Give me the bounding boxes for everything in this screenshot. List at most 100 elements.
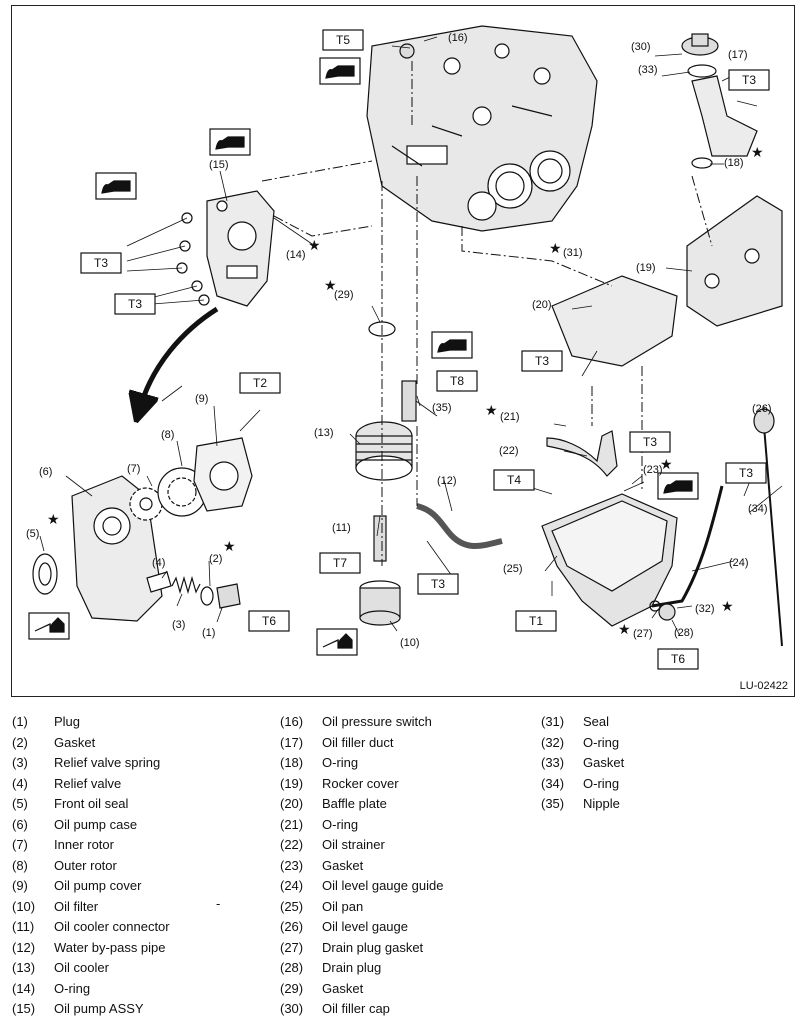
callout-number: (34) xyxy=(748,503,768,515)
star-icon: ★ xyxy=(47,511,60,527)
legend-number: (12) xyxy=(12,939,36,955)
legend-number: (10) xyxy=(12,898,36,914)
callout-number: (35) xyxy=(432,402,452,414)
legend-item: (19) Rocker cover xyxy=(280,774,443,795)
star-icon: ★ xyxy=(618,621,631,637)
legend-column-3: (31)Seal (32)O-ring (33)Gasket (34)O-rin… xyxy=(541,712,624,815)
legend-number: (24) xyxy=(280,878,304,893)
legend-label: Plug xyxy=(54,714,81,729)
torque-box-t3-gauge: T3 xyxy=(725,462,767,484)
rocker-cover xyxy=(686,195,783,327)
legend-label: Front oil seal xyxy=(54,796,129,811)
legend-number: (21) xyxy=(280,816,304,832)
legend-number: (35) xyxy=(541,796,565,811)
legend-number: (15) xyxy=(12,1001,36,1016)
sealant-icon xyxy=(209,128,251,156)
legend-number: (16) xyxy=(280,714,304,729)
callout-number: (31) xyxy=(563,247,583,259)
callout-number: (20) xyxy=(532,299,552,311)
star-icon: ★ xyxy=(324,277,337,293)
legend-number: (6) xyxy=(12,816,28,832)
legend-label: Oil pump case xyxy=(54,816,138,832)
legend-item: (30)Oil filler cap xyxy=(280,999,443,1020)
legend-number: (25) xyxy=(280,898,304,914)
legend-label: Nipple xyxy=(583,796,620,811)
legend-item: (12)Water by-pass pipe xyxy=(12,938,170,959)
legend-number: (18) xyxy=(280,755,304,770)
callout-number: (18) xyxy=(724,157,744,169)
torque-label-t3: T3 xyxy=(535,354,549,368)
legend-number: (7) xyxy=(12,837,28,852)
legend-label: O-ring xyxy=(322,755,359,770)
legend-item: (31)Seal xyxy=(541,712,624,733)
legend-number: (2) xyxy=(12,734,28,750)
legend-item: (28)Drain plug xyxy=(280,958,443,979)
pressure-switch xyxy=(399,43,415,59)
callout-number: (1) xyxy=(202,627,215,639)
water-bypass-pipe xyxy=(416,503,503,549)
torque-box-t3-strainer: T3 xyxy=(629,431,671,453)
torque-label-t4: T4 xyxy=(507,473,521,487)
legend-label: Rocker cover xyxy=(322,775,399,791)
legend-item: (18) O-ring xyxy=(280,753,443,774)
legend-label: Oil strainer xyxy=(322,837,385,852)
callout-number: (13) xyxy=(314,427,334,439)
oil-pump-assy xyxy=(206,190,275,307)
nipple xyxy=(401,380,417,422)
legend-item: (15)Oil pump ASSY xyxy=(12,999,170,1020)
legend-item: (6) Oil pump case xyxy=(12,815,170,836)
star-icon: ★ xyxy=(751,144,764,160)
callout-number: (26) xyxy=(752,403,772,415)
callout-number: (33) xyxy=(638,64,658,76)
legend-label: O-ring xyxy=(583,734,620,750)
legend-label: Gasket xyxy=(322,980,364,996)
callout-number: (7) xyxy=(127,463,140,475)
torque-label-t2: T2 xyxy=(253,376,267,390)
callout-number: (17) xyxy=(728,49,748,61)
torque-label-t8: T8 xyxy=(450,374,464,388)
assembly-lines xyxy=(261,61,713,566)
legend-item: (7) Inner rotor xyxy=(12,835,170,856)
pump-bolts xyxy=(176,212,210,306)
torque-label-t3: T3 xyxy=(431,577,445,591)
callout-number: (22) xyxy=(499,445,519,457)
legend-item: (20)Baffle plate xyxy=(280,794,443,815)
legend-item: (11)Oil cooler connector xyxy=(12,917,170,938)
callout-number: (27) xyxy=(633,628,653,640)
legend-label: Oil filter xyxy=(54,898,99,914)
legend-item: (3)Relief valve spring xyxy=(12,753,170,774)
star-icon: ★ xyxy=(549,240,562,256)
legend-number: (31) xyxy=(541,714,565,729)
legend-number: (13) xyxy=(12,960,36,975)
legend-number: (23) xyxy=(280,857,304,873)
legend-label: Oil level gauge xyxy=(322,919,408,934)
callout-number: (11) xyxy=(332,522,351,534)
torque-box-t2: T2 xyxy=(239,372,281,394)
legend-item: (23)Gasket xyxy=(280,856,443,877)
star-icon: ★ xyxy=(660,456,673,472)
callout-number: (4) xyxy=(152,557,165,569)
exploded-parts-diagram: T5 T3 T3 T2 T6 T7 T8 T3 T3 T3 T4 T3 T3 T… xyxy=(11,5,795,697)
legend-label: Inner rotor xyxy=(54,837,114,852)
callout-number: (30) xyxy=(631,41,651,53)
legend-number: (19) xyxy=(280,775,304,791)
legend-label: O-ring xyxy=(322,816,359,832)
drain-plug xyxy=(658,603,676,621)
sealant-icon xyxy=(657,472,699,500)
callout-number: (14) xyxy=(286,249,306,261)
legend-item: (10) Oil filter xyxy=(12,897,170,918)
torque-label-t1: T1 xyxy=(529,614,543,628)
legend-item: (17)Oil filler duct xyxy=(280,733,443,754)
torque-label-t6: T6 xyxy=(671,652,685,666)
oil-level-gauge xyxy=(763,425,783,647)
legend-item: (13)Oil cooler xyxy=(12,958,170,979)
legend-number: (28) xyxy=(280,960,304,975)
star-icon: ★ xyxy=(721,598,734,614)
torque-label-t6: T6 xyxy=(262,614,276,628)
star-icon: ★ xyxy=(308,237,321,253)
assembly-arrow xyxy=(140,306,219,408)
callout-number: (19) xyxy=(636,262,656,274)
legend-number: (26) xyxy=(280,919,304,934)
legend-label: O-ring xyxy=(583,775,620,791)
oil-level-gauge-guide xyxy=(651,485,724,608)
